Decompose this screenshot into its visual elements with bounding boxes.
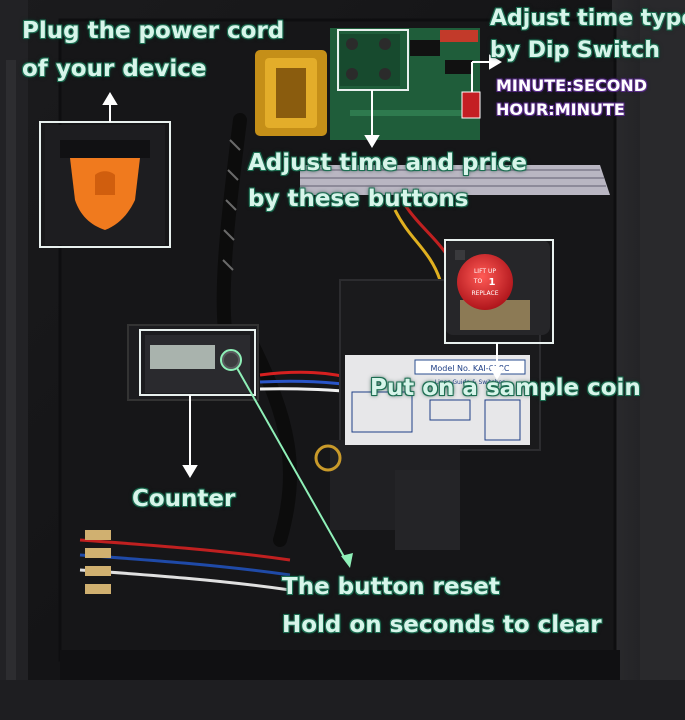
control-board [330,28,480,140]
coin-insert: LIFT UP TO 1 REPLACE [445,240,550,335]
counter-reset-button [222,351,240,369]
power-socket [45,125,165,245]
small-coil [314,444,342,472]
power-cord-label-line1: Plug the power cord [22,18,285,44]
mode-minute-second: MINUTE:SECOND [496,76,647,95]
reset-callout-circle [220,349,242,371]
knob-label-1: LIFT UP [474,268,496,275]
time-type-label-line1: Adjust time type [490,6,685,31]
coin-callout-box [444,239,554,344]
time-type-label-line2: by Dip Switch [490,38,660,63]
knob-label-4: REPLACE [471,290,498,297]
buttons-label-line2: by these buttons [248,186,469,212]
knob-label-2: TO [473,278,483,285]
counter-lcd [150,345,215,369]
dip-switch [461,91,481,119]
power-callout-box [39,121,171,248]
sample-coin-label: Put on a sample coin [370,375,641,401]
transformer [255,50,327,136]
reset-label-line1: The button reset [282,574,500,600]
wire-connectors [85,530,111,594]
reset-arrow [236,367,348,563]
coin-acceptor-model: Model No. KAI-638C [430,364,509,373]
mode-hour-minute: HOUR:MINUTE [496,100,625,119]
cable-bundle [216,113,297,547]
ribbon-cable [300,165,610,195]
coin-acceptor: Model No. KAI-638C Lines Guide & Switche… [330,279,541,550]
reset-label-line2: Hold on seconds to clear [282,612,602,638]
counter-callout-box [139,329,256,396]
counter-device [127,324,259,401]
power-cord-label-line2: of your device [22,56,207,82]
buttons-label-line1: Adjust time and price [248,150,527,176]
knob-label-3: 1 [489,277,496,288]
coin-acceptor-subtitle: Lines Guide & Switches [435,379,505,386]
counter-label: Counter [132,486,236,512]
